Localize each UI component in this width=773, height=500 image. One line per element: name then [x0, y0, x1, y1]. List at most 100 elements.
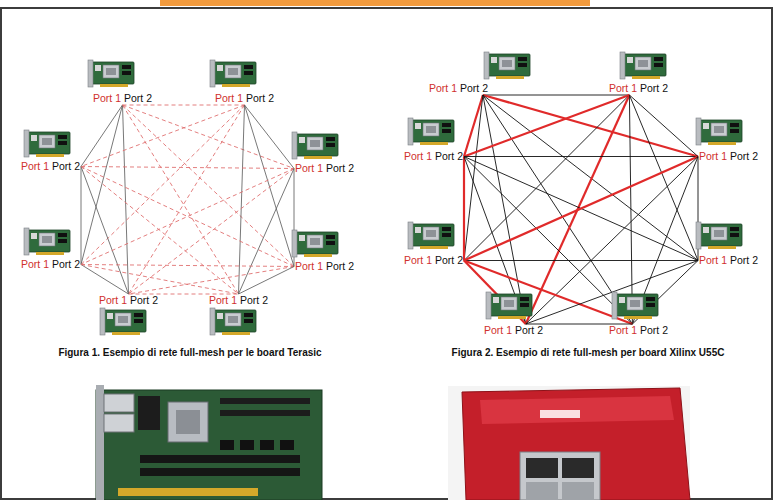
- figure-caption: Figura 1. Esempio di rete full-mesh per …: [58, 346, 321, 359]
- port-label: Port 2: [640, 324, 668, 336]
- board-port-label: Port 1Port 2: [92, 92, 153, 105]
- port-label: Port 2: [52, 258, 80, 270]
- board-port-label: Port 1Port 2: [208, 294, 269, 307]
- mesh-link: [629, 95, 698, 157]
- mesh-link: [483, 95, 630, 96]
- port-label: Port 2: [640, 82, 668, 94]
- port-label: Port 2: [130, 294, 158, 306]
- mesh-link: [81, 105, 123, 167]
- xilinx-alveo-photo: [448, 386, 690, 500]
- board-icon: [210, 308, 256, 335]
- port-label: Port 1: [404, 254, 432, 266]
- mesh-link: [129, 267, 295, 295]
- board-icon: [24, 228, 70, 255]
- mesh-link: [81, 167, 239, 295]
- mesh-link: [239, 169, 295, 295]
- board-port-label: Port 1Port 2: [294, 260, 355, 273]
- board-icon: [100, 308, 146, 335]
- mesh-link: [464, 261, 632, 325]
- board-icon: [696, 222, 742, 249]
- mesh-link: [123, 105, 295, 267]
- mesh-link: [463, 157, 465, 261]
- mesh-link: [81, 265, 294, 267]
- mesh-link: [81, 105, 245, 167]
- board-port-label: Port 1Port 2: [214, 92, 275, 105]
- port-label: Port 2: [124, 92, 152, 104]
- port-label: Port 2: [435, 254, 463, 266]
- board-port-label: Port 1Port 2: [403, 254, 464, 267]
- mesh-link: [123, 105, 245, 106]
- port-label: Port 1: [93, 92, 121, 104]
- port-label: Port 1: [209, 294, 237, 306]
- port-label: Port 1: [215, 92, 243, 104]
- figure-caption: Figura 2. Esempio di rete full-mesh per …: [452, 346, 725, 359]
- port-label: Port 2: [730, 150, 758, 162]
- mesh-link: [81, 169, 294, 265]
- port-label: Port 2: [460, 82, 488, 94]
- port-label: Port 1: [699, 254, 727, 266]
- terasic-board-photo: [96, 385, 322, 500]
- mesh-link: [123, 105, 295, 169]
- board-icon: [408, 118, 454, 145]
- board-port-label: Port 1Port 2: [698, 150, 759, 163]
- port-label: Port 1: [429, 82, 457, 94]
- frame: [1, 8, 772, 499]
- board-port-label: Port 1Port 2: [698, 254, 759, 267]
- mesh-link: [81, 167, 82, 265]
- board-port-label: Port 1Port 2: [20, 258, 81, 271]
- mesh-link: [81, 167, 294, 169]
- board-port-label: Port 1Port 2: [608, 82, 669, 95]
- board-port-label: Port 1Port 2: [428, 82, 489, 95]
- board-icon: [88, 60, 134, 87]
- header-strip: [160, 0, 590, 6]
- port-label: Port 2: [52, 160, 80, 172]
- port-label: Port 1: [404, 150, 432, 162]
- board-port-label: Port 1Port 2: [483, 324, 544, 337]
- port-label: Port 1: [609, 82, 637, 94]
- board-icon: [210, 60, 256, 87]
- mesh-link: [483, 95, 526, 324]
- mesh-link: [483, 95, 698, 157]
- mesh-link: [81, 105, 245, 265]
- mesh-link: [464, 95, 483, 157]
- port-label: Port 1: [21, 160, 49, 172]
- mesh-link: [464, 156, 698, 157]
- board-port-label: Port 1Port 2: [98, 294, 159, 307]
- board-icon: [486, 292, 532, 319]
- port-label: Port 1: [699, 150, 727, 162]
- mesh-link: [464, 95, 483, 261]
- board-icon: [408, 222, 454, 249]
- port-label: Port 1: [295, 260, 323, 272]
- port-label: Port 2: [326, 260, 354, 272]
- board-icon: [292, 132, 338, 159]
- port-label: Port 1: [609, 324, 637, 336]
- port-label: Port 1: [99, 294, 127, 306]
- port-label: Port 1: [295, 162, 323, 174]
- board-icon: [612, 292, 658, 319]
- mesh-link: [629, 95, 698, 261]
- mesh-link: [629, 95, 632, 324]
- board-icon: [292, 230, 338, 257]
- port-label: Port 2: [246, 92, 274, 104]
- board-port-label: Port 1Port 2: [608, 324, 669, 337]
- board-port-label: Port 1Port 2: [403, 150, 464, 163]
- mesh-link: [483, 95, 633, 324]
- mesh-link: [123, 105, 129, 294]
- mesh-link: [483, 95, 698, 261]
- port-label: Port 2: [515, 324, 543, 336]
- mesh-link: [239, 267, 295, 295]
- mesh-link: [129, 169, 295, 295]
- mesh-link: [464, 157, 632, 325]
- board-port-label: Port 1Port 2: [294, 162, 355, 175]
- port-label: Port 1: [484, 324, 512, 336]
- mesh-link: [526, 261, 698, 325]
- port-label: Port 2: [326, 162, 354, 174]
- board-icon: [620, 52, 666, 79]
- mesh-link: [464, 260, 698, 261]
- port-label: Port 2: [240, 294, 268, 306]
- mesh-link: [526, 157, 698, 325]
- port-label: Port 2: [730, 254, 758, 266]
- mesh-link: [81, 105, 123, 265]
- mesh-link: [464, 95, 629, 261]
